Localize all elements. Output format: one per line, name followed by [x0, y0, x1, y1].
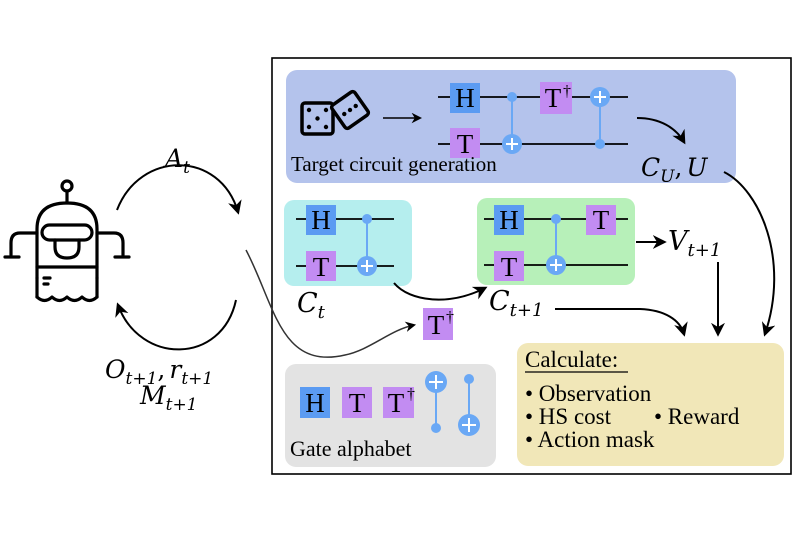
dice-icon [300, 89, 371, 136]
svg-text:T: T [545, 83, 562, 113]
t-gate [306, 251, 336, 281]
svg-text:T: T [313, 252, 330, 282]
svg-text:H: H [455, 83, 475, 113]
current-circuit-panel [284, 200, 412, 286]
observation-reward-label: Ot+1,rt+1 [105, 355, 213, 389]
h-gate [306, 205, 336, 235]
svg-text:†: † [563, 83, 571, 100]
observation-arrow [115, 299, 237, 351]
calculate-item-hs-cost: • HS cost [525, 404, 612, 429]
svg-text:T: T [388, 388, 405, 418]
next-circuit-label: Ct+1 [489, 286, 543, 321]
target-to-calc-arrow [723, 171, 776, 337]
t-dagger-gate [383, 387, 414, 418]
svg-text:H: H [499, 205, 519, 235]
svg-text:H: H [311, 205, 331, 235]
svg-text:T: T [457, 129, 474, 159]
circuit-to-calc-arrow [555, 308, 688, 337]
t-gate [586, 205, 616, 235]
svg-text:†: † [407, 386, 415, 403]
action-label: At [163, 144, 190, 178]
h-gate [450, 83, 480, 113]
h-gate [300, 387, 330, 418]
environment-frame [271, 57, 792, 475]
target-panel-title: Target circuit generation [291, 152, 497, 176]
target-output-arrow [636, 117, 686, 145]
gate-alphabet-title: Gate alphabet [290, 436, 412, 461]
current-circuit: H T [296, 205, 394, 282]
target-circuit: H T T † [438, 82, 628, 159]
gate-alphabet: H T T † [300, 371, 480, 436]
calculate-panel [517, 343, 784, 466]
action-gate-dagger: † [446, 309, 454, 326]
action-arrow [116, 164, 242, 215]
next-circuit: H T T [484, 205, 628, 282]
t-dagger-gate [540, 82, 572, 114]
current-to-next-arrow [393, 282, 488, 301]
robot-icon [3, 179, 131, 303]
unitary-label: Vt+1 [668, 226, 721, 261]
h-gate [494, 205, 524, 235]
calculate-item-reward: • Reward [654, 404, 740, 429]
action-apply-arrow [245, 249, 417, 358]
calculate-title: Calculate: [525, 347, 618, 372]
svg-text:T: T [349, 388, 366, 418]
cnot-control [507, 92, 517, 102]
target-output-label: CU,U [641, 153, 708, 187]
action-mask-label: Mt+1 [139, 381, 198, 415]
calculate-item-action-mask: • Action mask [525, 427, 655, 452]
svg-text:T: T [593, 205, 610, 235]
cnot-gate-up [458, 374, 480, 436]
t-gate [342, 387, 372, 418]
calculate-item-observation: • Observation [525, 381, 652, 406]
t-gate [494, 251, 524, 281]
current-circuit-label: Ct [297, 288, 326, 323]
cnot-control [595, 139, 605, 149]
action-gate-label: T [428, 310, 445, 340]
svg-text:T: T [501, 252, 518, 282]
action-gate [423, 308, 453, 340]
cnot-gate-down [425, 371, 447, 433]
svg-text:H: H [305, 388, 325, 418]
t-gate [450, 128, 480, 158]
